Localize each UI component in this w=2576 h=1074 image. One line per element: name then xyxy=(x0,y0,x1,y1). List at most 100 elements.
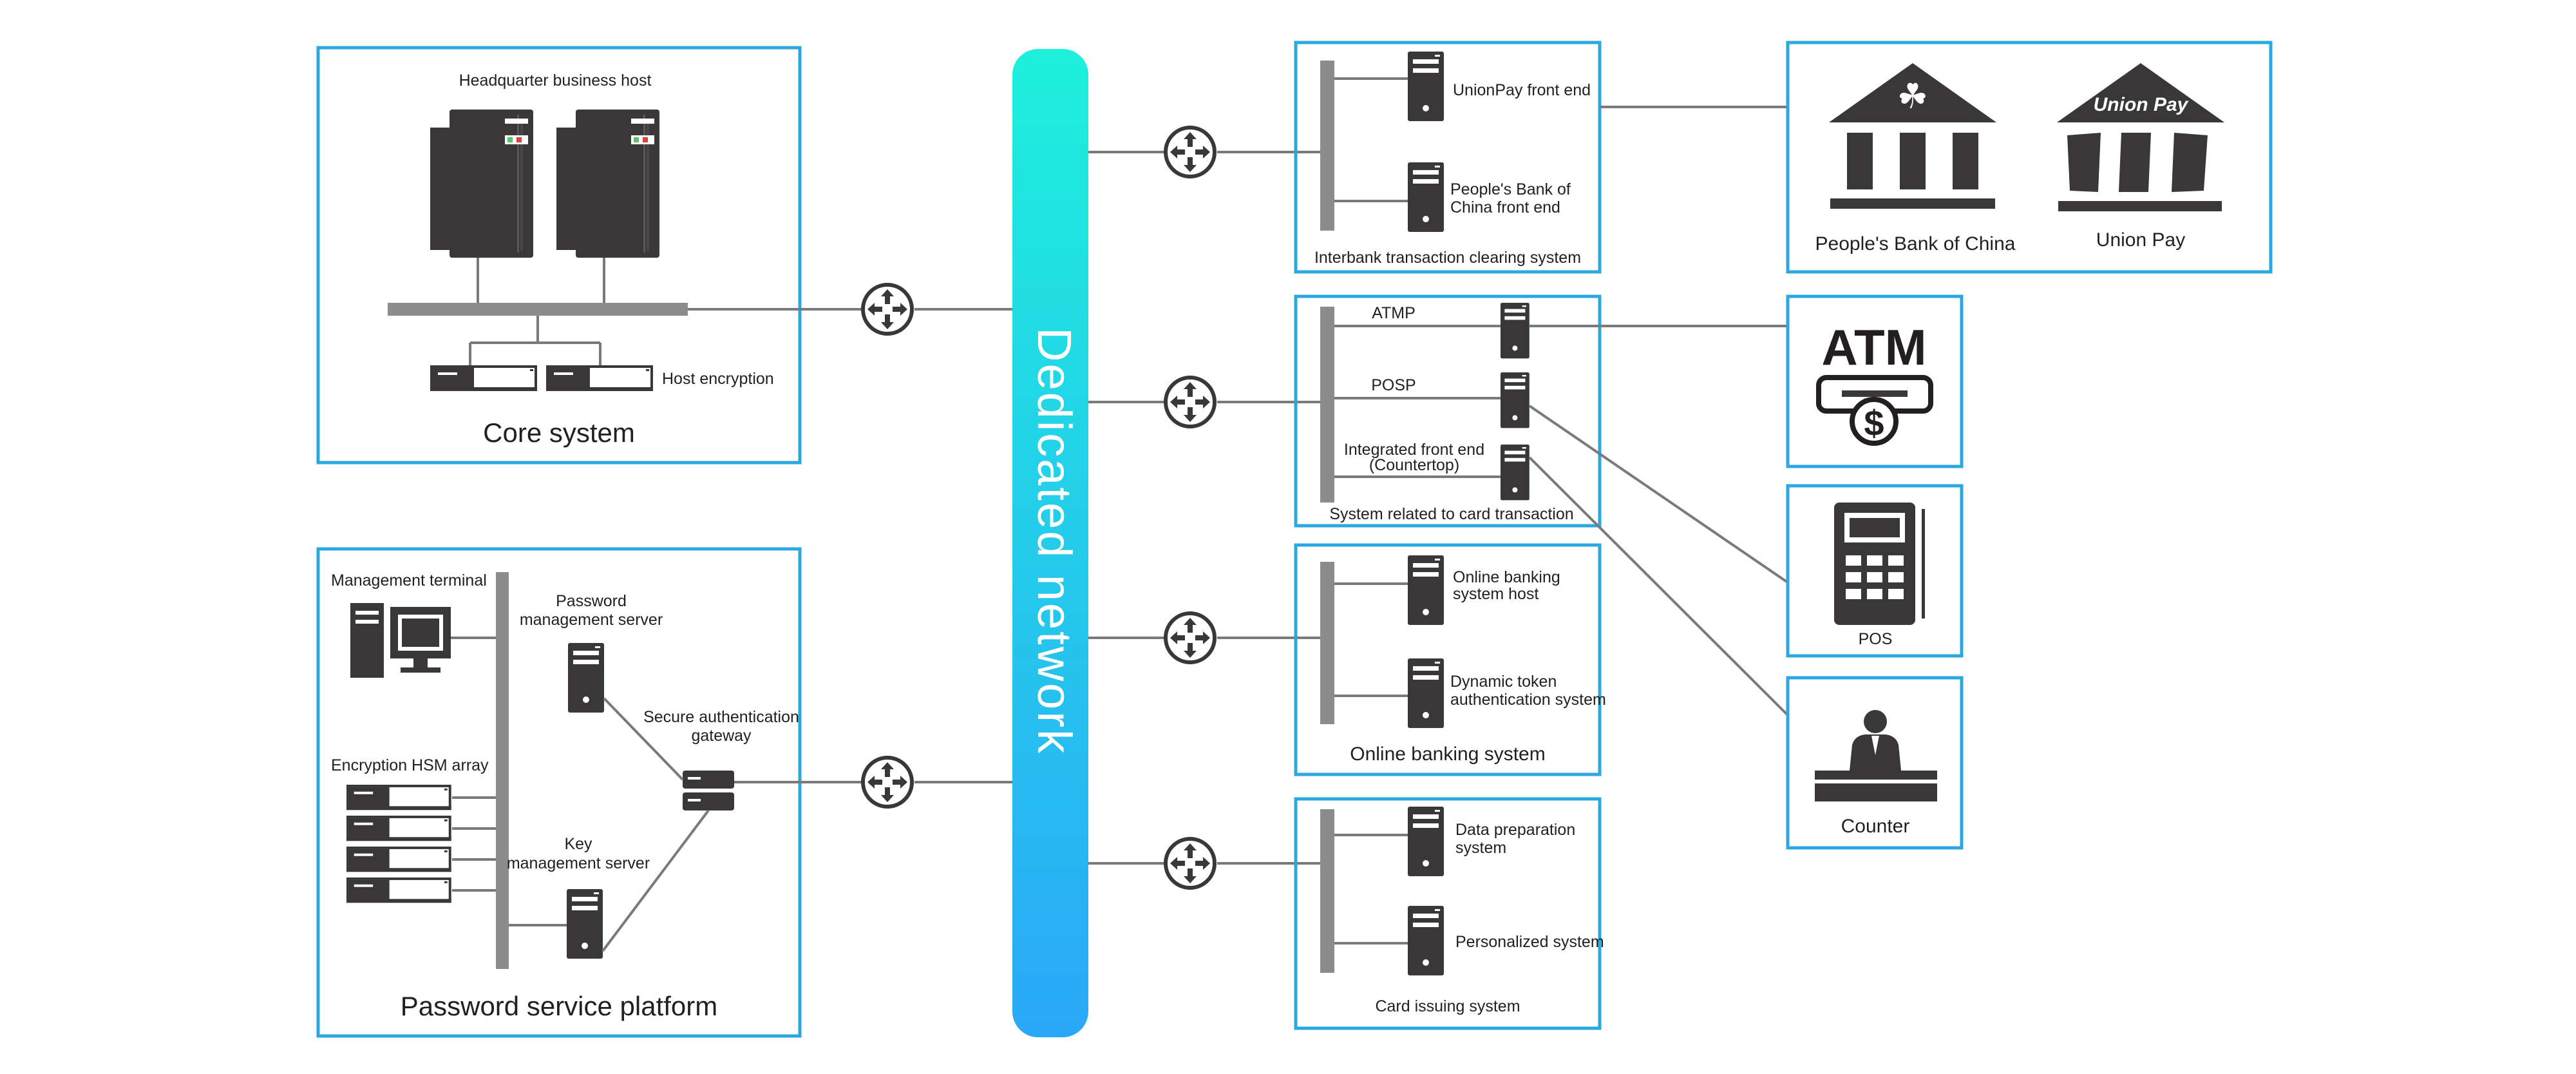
dynamic-token-icon xyxy=(1408,658,1444,728)
hsm-1-icon xyxy=(346,785,451,810)
core-system-box xyxy=(316,46,802,465)
password-platform-title: Password service platform xyxy=(401,991,718,1021)
svg-text:$: $ xyxy=(1864,403,1884,443)
key-server-label-line1: Key xyxy=(564,835,592,853)
router-issuing-icon xyxy=(1166,839,1215,888)
password-bus-bar xyxy=(496,572,509,969)
token-label-line1: Dynamic token xyxy=(1450,673,1557,691)
svg-text:☘: ☘ xyxy=(1897,77,1928,116)
atmp-label: ATMP xyxy=(1372,304,1416,322)
pboc-front-end-label-line1: People's Bank of xyxy=(1450,180,1571,198)
online-bus-bar xyxy=(1320,562,1334,724)
atm-box xyxy=(1786,294,1964,468)
router-interbank-icon xyxy=(1166,128,1215,177)
card-system-box xyxy=(1294,294,1602,528)
card-issuing-title: Card issuing system xyxy=(1375,997,1520,1015)
network-label: Dedicated network xyxy=(1028,327,1081,755)
online-host-label-line2: system host xyxy=(1453,585,1539,603)
svg-text:Union Pay: Union Pay xyxy=(2094,94,2189,115)
pboc-front-end-label-line2: China front end xyxy=(1450,198,1560,216)
router-core-icon xyxy=(863,285,912,334)
dedicated-network-bar xyxy=(1012,49,1088,1037)
hsm-array xyxy=(346,785,451,903)
pboc-label: People's Bank of China xyxy=(1815,233,2016,254)
posp-server-icon xyxy=(1501,372,1530,428)
headquarter-host-label: Headquarter business host xyxy=(459,72,652,90)
hsm-3-icon xyxy=(346,847,451,872)
interbank-clearing-system: UnionPay front end People's Bank of Chin… xyxy=(1294,41,1602,274)
hsm-4-icon xyxy=(346,877,451,903)
interbank-box xyxy=(1294,41,1602,274)
token-label-line2: authentication system xyxy=(1450,691,1606,709)
integrated-front-end-label-line1: Integrated front end xyxy=(1344,441,1484,459)
management-terminal-icon xyxy=(350,603,451,678)
unionpay-front-end-icon xyxy=(1408,52,1444,121)
integrated-front-end-label-line2: (Countertop) xyxy=(1369,456,1459,474)
hsm-2-icon xyxy=(346,816,451,841)
card-bus-bar xyxy=(1320,307,1334,503)
interbank-bus-bar xyxy=(1320,61,1334,231)
password-service-platform: Management terminal Encryption HSM array… xyxy=(316,547,802,1038)
core-system-title: Core system xyxy=(483,417,635,448)
counter-box xyxy=(1786,676,1964,850)
router-online-icon xyxy=(1166,613,1215,662)
integrated-front-end-icon xyxy=(1501,445,1530,501)
online-banking-host-icon xyxy=(1408,555,1444,625)
core-bus-bar xyxy=(388,303,688,316)
headquarter-host-2-icon xyxy=(556,110,659,258)
banks-box xyxy=(1786,41,2273,274)
password-server-label-line2: management server xyxy=(520,611,663,629)
card-issuing-system: Data preparation system Personalized sys… xyxy=(1294,797,1604,1030)
management-terminal-label: Management terminal xyxy=(331,571,487,590)
posp-label: POSP xyxy=(1371,376,1416,394)
personalized-label: Personalized system xyxy=(1455,933,1604,951)
counter-label: Counter xyxy=(1841,816,1910,837)
secure-gateway-icon xyxy=(683,771,734,810)
atm-slot-icon: $ xyxy=(1816,375,1933,446)
unionpay-front-end-label: UnionPay front end xyxy=(1453,81,1591,99)
pos-box xyxy=(1786,484,1964,658)
online-banking-system: Online banking system host Dynamic token… xyxy=(1294,543,1606,776)
pboc-bank-icon: ☘ xyxy=(1829,63,1996,209)
card-transaction-system: ATMP POSP Integrated front end (Countert… xyxy=(1294,294,1602,528)
card-issuing-box xyxy=(1294,797,1602,1030)
unionpay-bank-icon: Union Pay xyxy=(2057,63,2224,211)
online-host-label-line1: Online banking xyxy=(1453,568,1560,586)
headquarter-host-1-icon xyxy=(430,110,533,258)
pboc-front-end-icon xyxy=(1408,162,1444,232)
password-server-icon xyxy=(568,643,604,713)
pos-terminal: POS xyxy=(1786,484,1964,658)
pos-device-icon xyxy=(1834,503,1925,625)
counter-clerk-icon xyxy=(1815,710,1937,801)
host-encryption-1-icon xyxy=(430,365,537,391)
hsm-array-label: Encryption HSM array xyxy=(331,756,489,774)
atm-logo-text: ATM xyxy=(1821,319,1926,376)
card-system-title: System related to card transaction xyxy=(1329,505,1573,523)
personalized-system-icon xyxy=(1408,906,1444,975)
host-encryption-2-icon xyxy=(546,365,653,391)
password-platform-box xyxy=(316,547,802,1038)
router-card-icon xyxy=(1166,378,1215,427)
key-server-label-line2: management server xyxy=(507,854,650,872)
counter-terminal: Counter xyxy=(1786,676,1964,850)
online-banking-box xyxy=(1294,543,1602,776)
key-server-icon xyxy=(567,889,603,959)
atmp-server-icon xyxy=(1501,303,1530,359)
password-server-label-line1: Password xyxy=(556,592,627,610)
gateway-label-line2: gateway xyxy=(691,727,752,745)
data-preparation-icon xyxy=(1408,807,1444,876)
banks-group: ☘ People's Bank of China Union Pay Union… xyxy=(1786,41,2273,274)
online-banking-title: Online banking system xyxy=(1350,743,1546,765)
interbank-title: Interbank transaction clearing system xyxy=(1314,249,1581,267)
prep-label-line1: Data preparation xyxy=(1455,821,1575,839)
host-encryption-label: Host encryption xyxy=(662,370,774,388)
pos-label: POS xyxy=(1859,630,1893,648)
router-password-icon xyxy=(863,758,912,807)
unionpay-label: Union Pay xyxy=(2096,229,2185,251)
core-system: Headquarter business host Host encryptio… xyxy=(316,46,802,465)
issuing-bus-bar xyxy=(1320,809,1334,973)
prep-label-line2: system xyxy=(1455,839,1506,857)
gateway-label-line1: Secure authentication xyxy=(643,708,799,726)
